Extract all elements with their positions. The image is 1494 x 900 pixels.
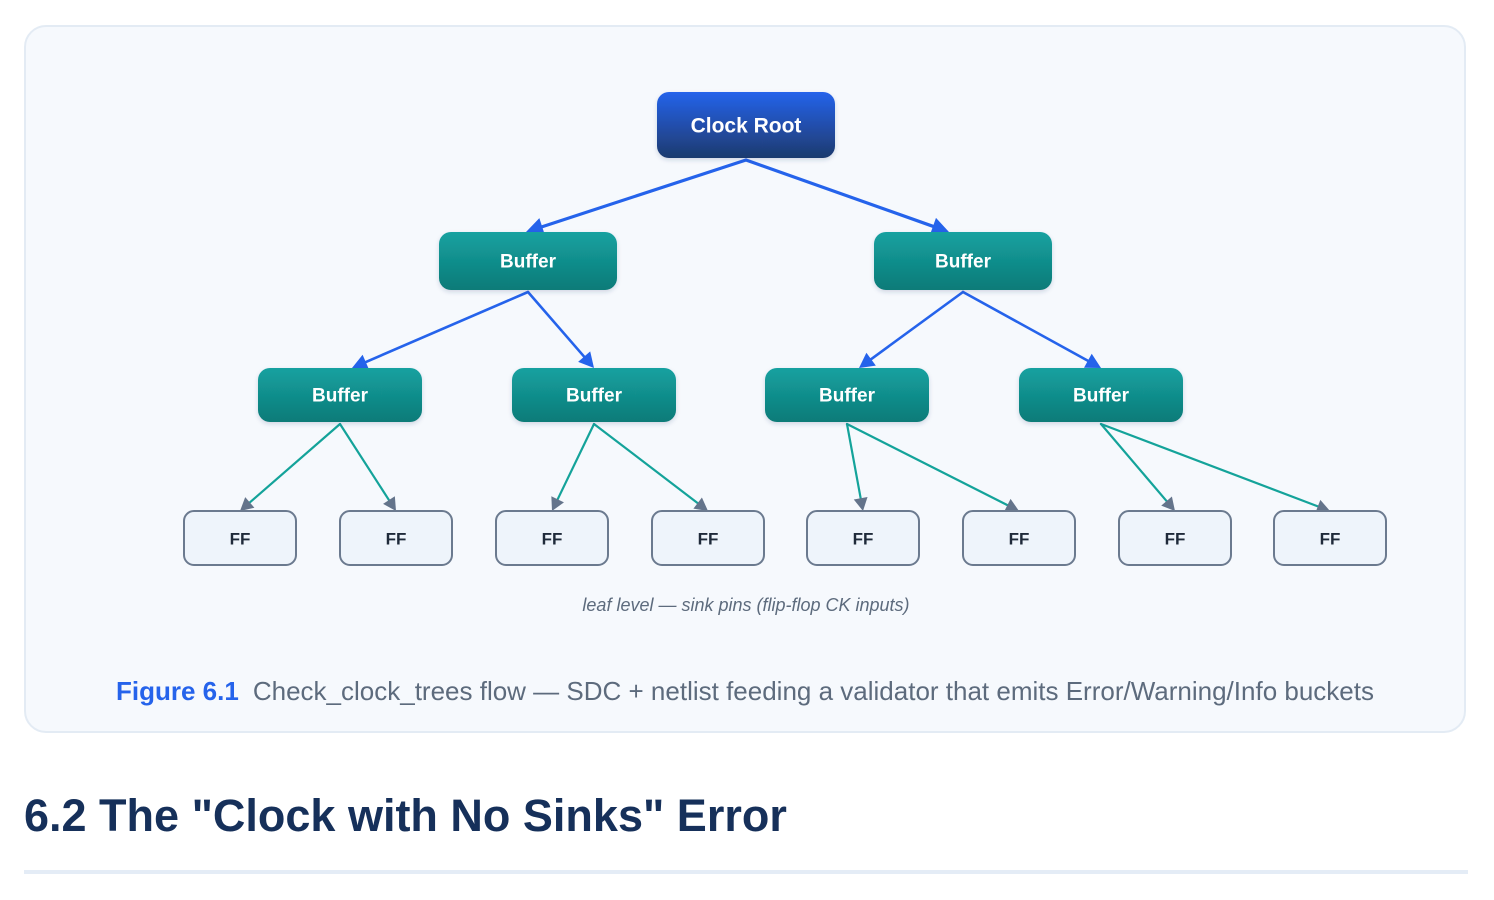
edge-buffer-2-to-buffer-4 xyxy=(961,290,1101,368)
buffer-node-l2-2: Buffer xyxy=(512,368,676,422)
buffer-node-l2-4: Buffer xyxy=(1019,368,1183,422)
clock-root-node: Clock Root xyxy=(657,92,835,158)
edge-buffer-1-to-buffer-1 xyxy=(352,290,530,370)
edge-buffer-to-ff-1 xyxy=(240,422,342,511)
buffer-node-l2-1-label: Buffer xyxy=(312,386,369,407)
ff-leaf-node-4-label: FF xyxy=(698,530,719,549)
edge-root-to-buffer-2 xyxy=(744,158,949,235)
section-heading: 6.2 The "Clock with No Sinks" Error xyxy=(24,790,787,841)
ff-leaf-node-4: FF xyxy=(651,510,765,566)
ff-leaf-node-1: FF xyxy=(183,510,297,566)
ff-leaf-node-8: FF xyxy=(1273,510,1387,566)
buffer-node-l1-2: Buffer xyxy=(874,232,1052,290)
edge-root-to-buffer-1 xyxy=(526,158,748,236)
buffer-node-l2-3: Buffer xyxy=(765,368,929,422)
edge-buffer-to-ff-3 xyxy=(551,422,596,511)
edge-buffer-to-ff-8 xyxy=(1099,422,1330,513)
buffer-node-l2-4-label: Buffer xyxy=(1073,386,1130,407)
caption-text: Check_clock_trees flow — SDC + netlist f… xyxy=(252,676,1374,706)
edge-buffer-to-ff-6 xyxy=(845,422,1019,512)
edge-buffer-to-ff-7 xyxy=(1099,422,1175,511)
edge-buffer-to-ff-5 xyxy=(845,422,868,511)
edge-buffer-to-ff-4 xyxy=(592,422,708,511)
edges-layer xyxy=(240,158,1330,513)
ff-leaf-node-7: FF xyxy=(1118,510,1232,566)
ff-leaf-node-6: FF xyxy=(962,510,1076,566)
clock-root-node-label: Clock Root xyxy=(691,115,802,138)
ff-leaf-node-2-label: FF xyxy=(386,530,407,549)
buffer-node-l2-1: Buffer xyxy=(258,368,422,422)
figure-caption: Figure 6.1 Check_clock_trees flow — SDC +… xyxy=(24,676,1466,707)
ff-leaf-node-7-label: FF xyxy=(1165,530,1186,549)
buffer-node-l1-2-label: Buffer xyxy=(935,252,992,273)
ff-leaf-node-2: FF xyxy=(339,510,453,566)
buffer-node-l1-1-label: Buffer xyxy=(500,252,557,273)
edge-buffer-to-ff-2 xyxy=(338,422,396,511)
buffer-node-l2-2-label: Buffer xyxy=(566,386,623,407)
leaf-level-note: leaf level — sink pins (flip-flop CK inp… xyxy=(582,595,909,615)
ff-leaf-node-5: FF xyxy=(806,510,920,566)
ff-leaf-node-1-label: FF xyxy=(230,530,251,549)
edge-buffer-2-to-buffer-3 xyxy=(859,290,965,368)
figure-number: Figure 6.1 xyxy=(116,676,239,706)
heading-divider xyxy=(24,870,1468,874)
ff-leaf-node-8-label: FF xyxy=(1320,530,1341,549)
ff-leaf-node-3-label: FF xyxy=(542,530,563,549)
buffer-node-l2-3-label: Buffer xyxy=(819,386,876,407)
edge-buffer-1-to-buffer-2 xyxy=(526,290,594,368)
ff-leaf-node-3: FF xyxy=(495,510,609,566)
ff-leaf-node-6-label: FF xyxy=(1009,530,1030,549)
ff-leaf-node-5-label: FF xyxy=(853,530,874,549)
buffer-node-l1-1: Buffer xyxy=(439,232,617,290)
